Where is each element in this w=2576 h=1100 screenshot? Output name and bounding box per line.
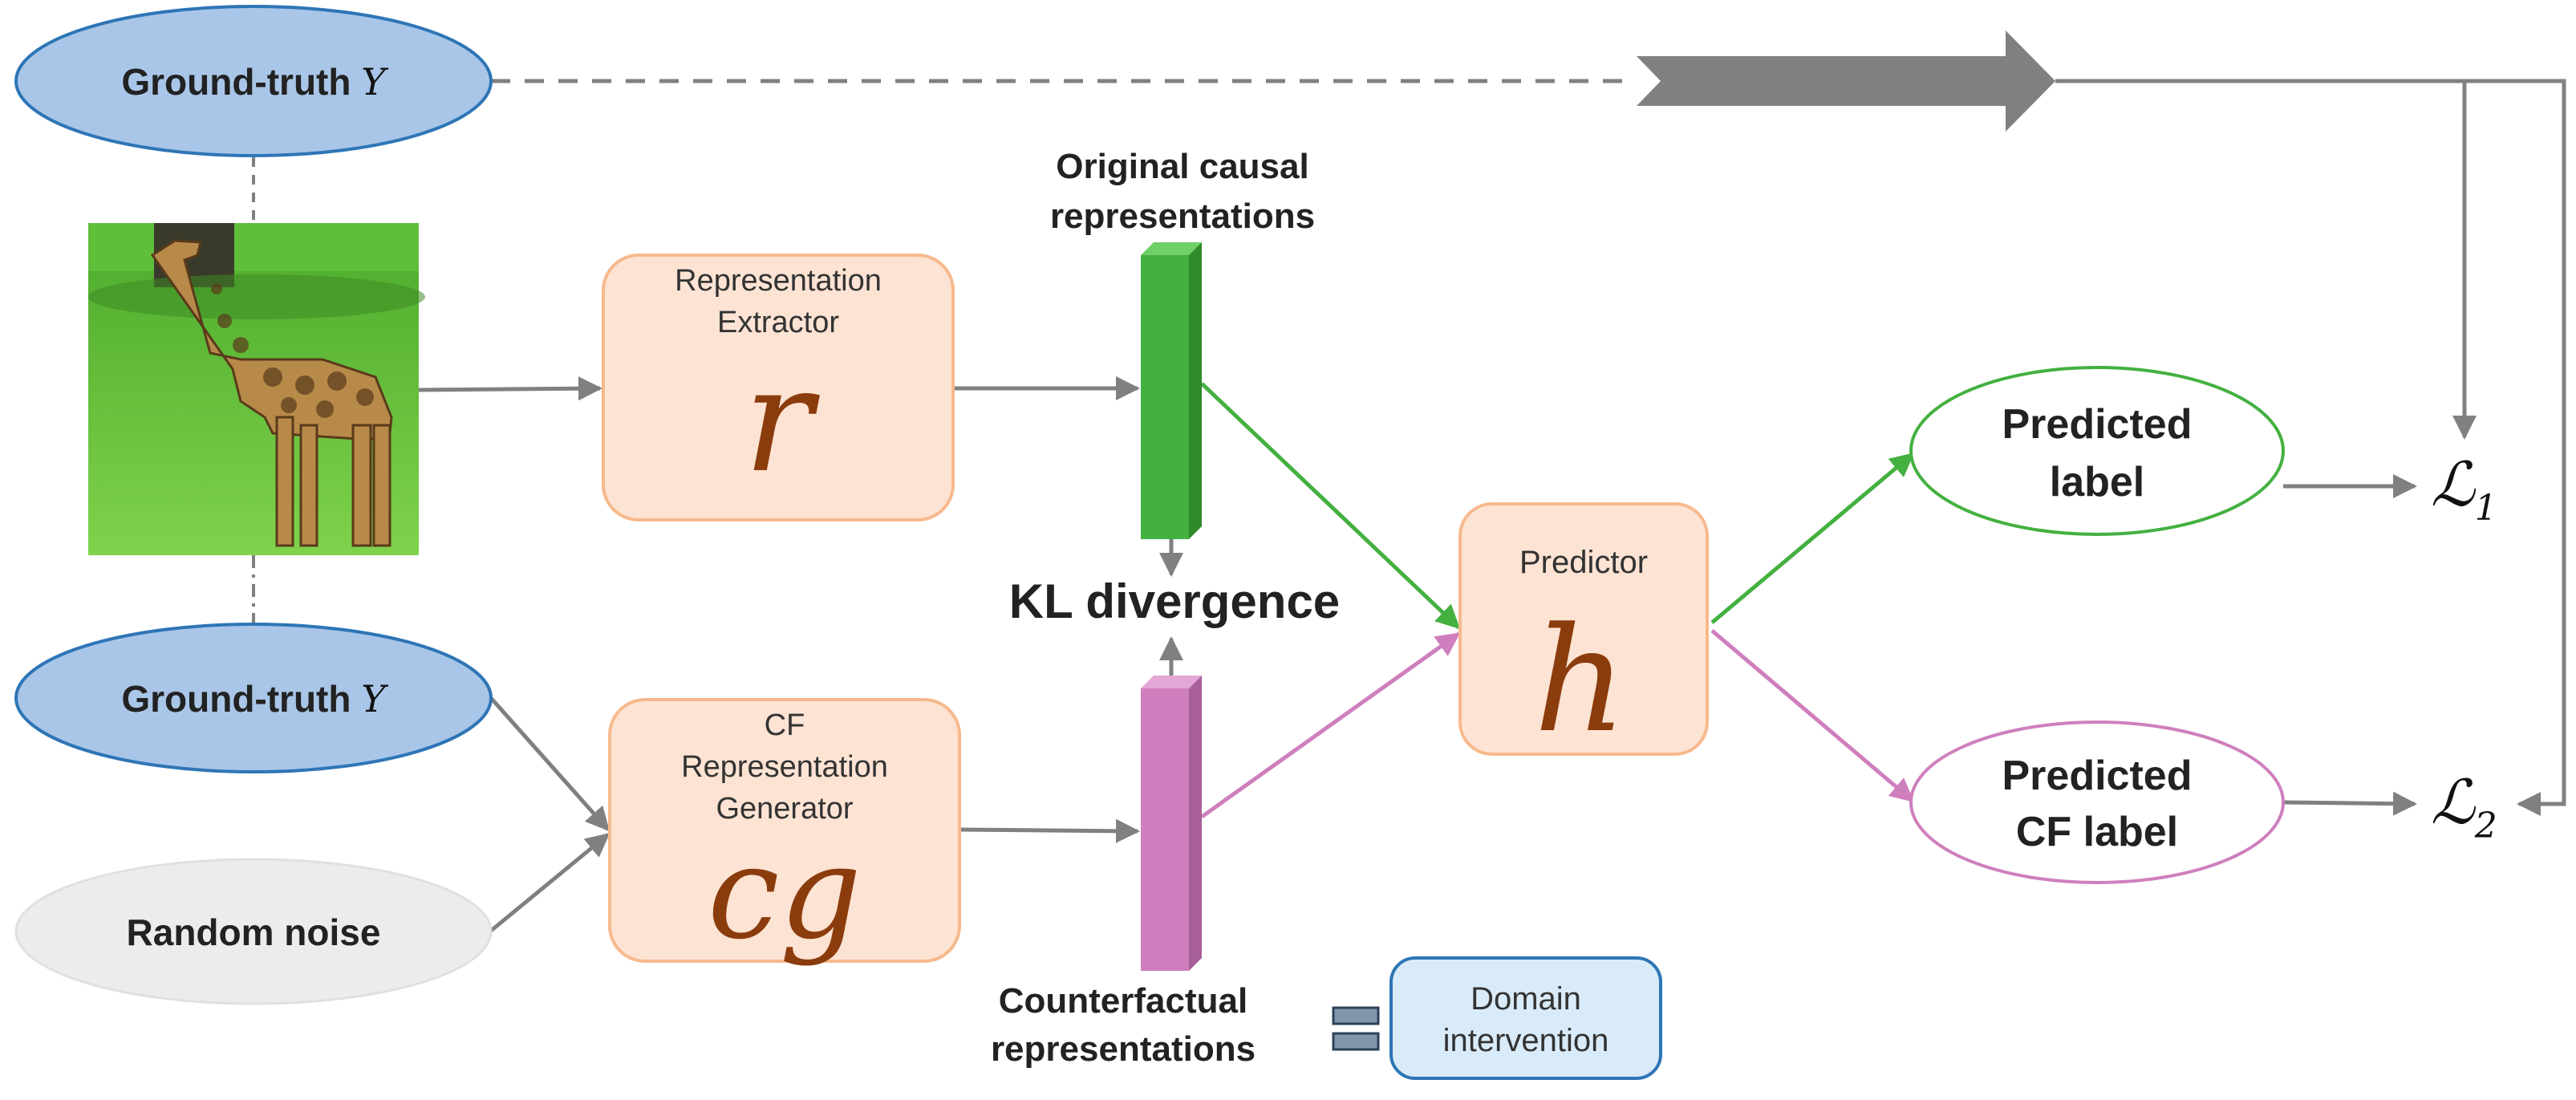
domain-intervention-box <box>1389 956 1662 1080</box>
extractor-symbol: r <box>744 337 820 505</box>
predictor-title: Predictor <box>1519 545 1648 580</box>
giraffe-image <box>88 223 425 555</box>
predictor: Predictor h <box>1458 502 1709 765</box>
predicted-cf-label: Predicted CF label <box>1909 720 2285 884</box>
noise-to-generator-arrow <box>489 833 611 932</box>
cf-repr-label-line2: representations <box>991 1029 1256 1069</box>
generator-symbol: cg <box>708 818 862 968</box>
generator-box <box>608 698 961 963</box>
predictor-symbol: h <box>1534 597 1627 765</box>
predictor-box <box>1458 502 1709 756</box>
random-noise: Random noise <box>14 858 493 1005</box>
original-repr-label-line1: Original causal <box>1056 147 1308 186</box>
connectors <box>252 30 2566 932</box>
predicted-label-ellipse <box>1909 366 2285 536</box>
ground-truth-return-line <box>2055 79 2566 816</box>
svg-text:Ground-truth Y: Ground-truth Y <box>121 677 389 720</box>
domain-intervention-line1: Domain <box>1471 981 1581 1017</box>
ground-truth-top-ellipse <box>14 5 493 157</box>
predictor-to-label-arrow <box>1710 453 1915 624</box>
cf-representation-generator: CF Representation Generator cg <box>608 698 961 968</box>
ground-truth-top: Ground-truth Y <box>14 5 493 157</box>
generator-title-line1: CF <box>765 708 805 742</box>
ground-truth-bottom-text: Ground-truth <box>121 678 361 720</box>
repr-to-predictor-arrow <box>1200 382 1461 630</box>
random-noise-ellipse <box>14 858 493 1005</box>
predictor-to-cflabel-arrow <box>1710 629 1915 802</box>
loss1-subscript: 1 <box>2475 488 2497 529</box>
generator-to-cfrepr-arrow <box>959 818 1140 843</box>
predicted-cf-label-ellipse <box>1909 720 2285 884</box>
image-to-extractor-arrow <box>418 376 602 401</box>
representation-extractor: Representation Extractor r <box>602 254 955 522</box>
domain-intervention-line2: intervention <box>1443 1023 1609 1058</box>
cfrepr-to-predictor-arrow <box>1200 631 1461 819</box>
equals-icon <box>1332 1006 1380 1051</box>
predicted-cf-label-line1: Predicted <box>2002 753 2193 799</box>
extractor-title-line1: Representation <box>675 264 882 298</box>
predicted-label-line1: Predicted <box>2002 401 2193 448</box>
loss1-symbol: ℒ <box>2431 449 2477 520</box>
cflabel-to-loss2-arrow <box>2282 791 2417 816</box>
cf-repr-label-line1: Counterfactual <box>999 981 1247 1021</box>
original-repr-label-line2: representations <box>1050 197 1315 236</box>
loss2-symbol: ℒ <box>2431 766 2477 838</box>
generator-title-line3: Generator <box>716 792 853 826</box>
generator-title-line2: Representation <box>681 750 888 784</box>
predicted-label-line2: label <box>2050 459 2145 505</box>
kl-divergence-label: KL divergence <box>1009 574 1340 628</box>
predicted-cf-label-line2: CF label <box>2016 809 2178 855</box>
loss2-subscript: 2 <box>2474 806 2497 846</box>
groundtruth-to-generator-arrow <box>489 696 610 832</box>
original-representation-bar <box>1141 242 1202 539</box>
extractor-title-line2: Extractor <box>717 306 839 339</box>
svg-text:ℒ1: ℒ1 <box>2431 449 2497 529</box>
predicted-label: Predicted label <box>1909 366 2285 536</box>
ground-truth-bottom-var: Y <box>361 677 389 720</box>
big-gray-arrow <box>1637 30 2055 132</box>
svg-text:ℒ2: ℒ2 <box>2431 766 2497 846</box>
extractor-box <box>602 254 955 522</box>
random-noise-text: Random noise <box>127 911 381 953</box>
domain-intervention: Domain intervention <box>1389 956 1662 1080</box>
ground-truth-bottom: Ground-truth Y <box>14 623 493 773</box>
svg-text:Ground-truth Y: Ground-truth Y <box>121 60 389 104</box>
ground-truth-bottom-ellipse <box>14 623 493 773</box>
ground-truth-top-var: Y <box>361 60 389 104</box>
cf-representation-bar <box>1141 676 1202 971</box>
ground-truth-top-text: Ground-truth <box>121 61 361 103</box>
